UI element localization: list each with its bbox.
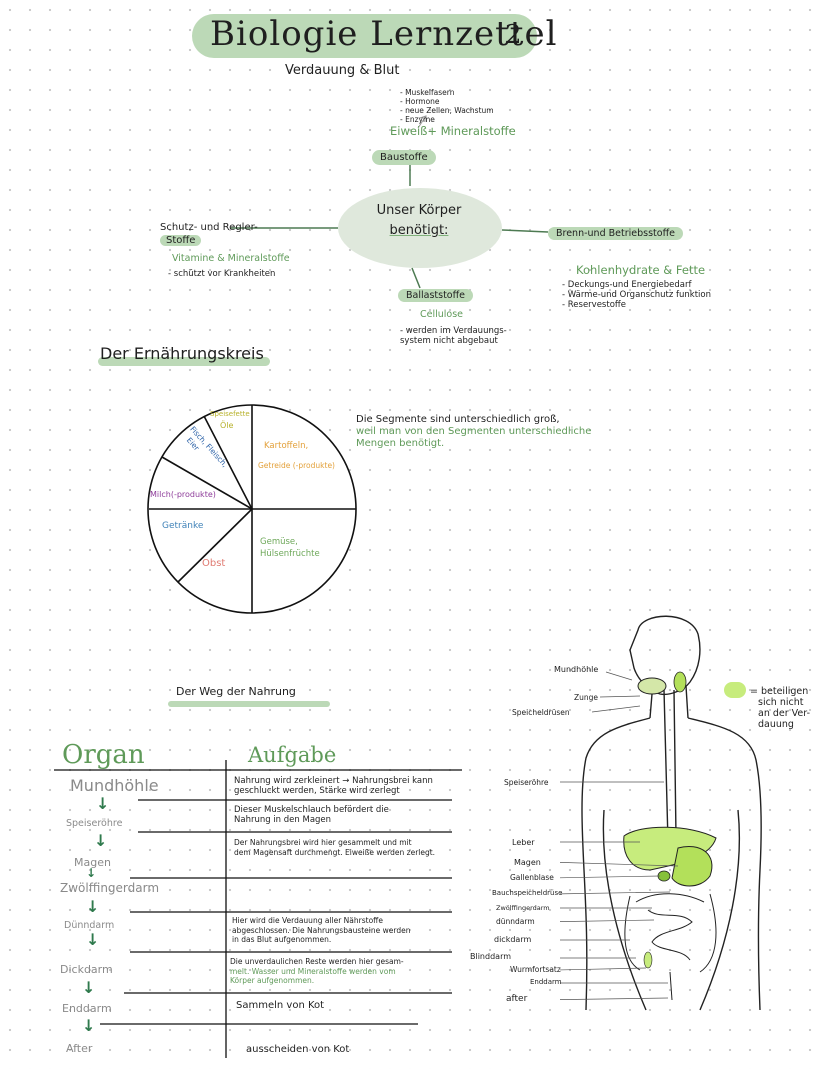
arrow-down-icon: ↓ [86, 930, 100, 949]
label-dickdarm: dickdarm [494, 935, 532, 944]
segment-label-fette: Speisefette Öle [210, 409, 252, 430]
page-title: Biologie Lernzettel [210, 14, 558, 54]
page-subtitle: Verdauung & Blut [285, 63, 400, 78]
label-leber: Leber [512, 838, 535, 847]
label-duenndarm: dünndarm [496, 917, 535, 926]
task-mundhoehle: Nahrung wird zerkleinert → Nahrungsbrei … [234, 776, 433, 796]
mindmap-center: Unser Körper benötigt: [354, 204, 484, 238]
schutz-sub: Vitamine & Mineralstoffe [172, 253, 290, 264]
brenn-sub: Kohlenhydrate & Fette [576, 263, 706, 277]
organ-after: After [66, 1042, 93, 1055]
brenn-label: Brenn-und Betriebsstoffe [548, 227, 683, 240]
heading-highlight-2 [168, 701, 330, 707]
organ-speiseroehre: Speiseröhre [66, 818, 123, 829]
mindmap-connectors [230, 115, 549, 289]
segment-label-obst: Obst [202, 558, 225, 569]
segment-label-gemuese: Gemüse, Hülsenfrüchte [260, 537, 320, 559]
baustoffe-sub: Eiweiß+ Mineralstoffe [390, 124, 516, 138]
label-blinddarm: Blinddarm [470, 952, 512, 961]
task-dickdarm: Die unverdaulichen Reste werden hier ges… [230, 957, 404, 985]
nutrition-note: Die Segmente sind unterschiedlich groß, … [356, 414, 592, 449]
segment-label-kartoffeln: Kartoffeln, Getreide (-produkte) [258, 441, 335, 470]
legend-text: = beteiligen sich nicht an der Ver- dauu… [750, 686, 810, 730]
label-zunge: Zunge [574, 693, 599, 702]
label-speiseroehre: Speiseröhre [504, 778, 549, 787]
task-speiseroehre: Dieser Muskelschlauch befördert die Nahr… [234, 805, 389, 825]
arrow-down-icon: ↓ [94, 831, 108, 850]
arrow-down-icon: ↓ [82, 1016, 96, 1035]
schutz-label: Schutz- und Regler- Stoffe [160, 222, 258, 246]
label-wurmfortsatz: Wurmfortsatz [510, 965, 561, 974]
task-enddarm: Sammeln von Kot [236, 1000, 325, 1011]
ballast-notes: - werden im Verdauungs- system nicht abg… [400, 326, 507, 346]
col-task-header: Aufgabe [248, 743, 337, 767]
schutz-note: - schützt vor Krankheiten [168, 269, 276, 279]
col-organ-header: Organ [62, 740, 145, 770]
nutrition-pie: Kartoffeln, Getreide (-produkte) Gemüse,… [147, 404, 357, 614]
ballast-label: Ballaststoffe [398, 289, 473, 302]
legend-swatch [724, 682, 746, 698]
baustoffe-label: Baustoffe [372, 150, 436, 165]
segment-label-getraenke: Getränke [162, 521, 204, 531]
segment-label-milch: Milch(-produkte) [150, 490, 216, 499]
organ-enddarm: Enddarm [62, 1002, 112, 1015]
task-duenndarm: Hier wird die Verdauung aller Nährstoffe… [232, 916, 411, 944]
brenn-notes: - Deckungs-und Energiebedarf - Wärme-und… [562, 280, 712, 310]
center-line-2: benötigt: [389, 223, 449, 238]
label-magen: Magen [514, 858, 541, 867]
heading-highlight [98, 357, 270, 366]
label-bauchspeicheldruese: Bauchspeicheldrüse [492, 889, 563, 897]
organ-mundhoehle: Mundhöhle [70, 776, 159, 795]
center-line-1: Unser Körper [376, 203, 462, 218]
organ-magen: Magen [74, 856, 111, 869]
label-mundhoehle: Mundhöhle [554, 665, 599, 674]
organ-zwoelffingerdarm: Zwölffingerdarm [60, 881, 160, 895]
digestion-heading: Der Weg der Nahrung [176, 685, 296, 698]
title-highlight [192, 14, 537, 58]
arrow-down-icon: ↓ [86, 897, 100, 916]
page-number: 2 [505, 20, 522, 50]
organ-dickdarm: Dickdarm [60, 963, 113, 976]
anatomy-illustration [560, 615, 762, 1011]
label-after: after [506, 994, 528, 1004]
arrow-down-icon: ↓ [82, 978, 96, 997]
label-speicheldruesen: Speicheldrüsen [512, 708, 570, 717]
label-gallenblase: Gallenblase [510, 873, 554, 882]
arrow-down-icon: ↓ [86, 866, 97, 880]
label-enddarm: Enddarm [530, 978, 562, 986]
digestion-table-lines [54, 760, 462, 1058]
nutrition-heading: Der Ernährungskreis [100, 344, 264, 363]
label-zwoelffingerdarm: Zwölffingerdarm [496, 904, 550, 912]
organ-duenndarm: Dünndarm [64, 920, 115, 931]
baustoffe-notes: - Muskelfasern - Hormone - neue Zellen, … [400, 88, 494, 124]
ballast-sub: Cellulose [420, 309, 464, 320]
arrow-down-icon: ↓ [96, 794, 110, 813]
task-magen: Der Nahrungsbrei wird hier gesammelt und… [234, 838, 436, 857]
task-after: ausscheiden von Kot [246, 1044, 350, 1055]
